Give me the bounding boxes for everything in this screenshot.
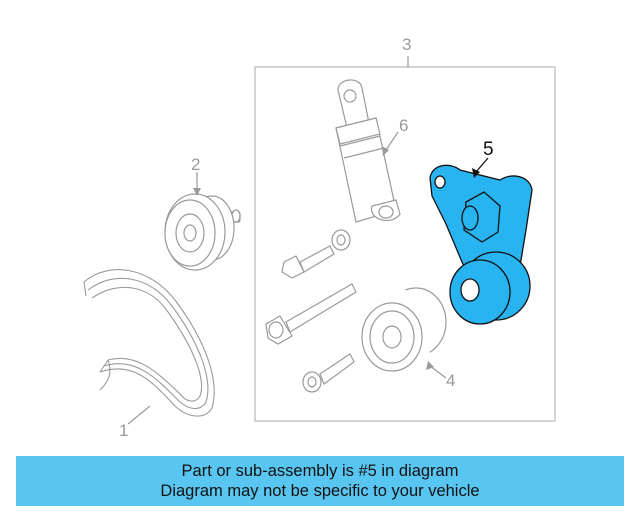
callout-leader-5 xyxy=(475,157,489,173)
callout-leader-4 xyxy=(429,365,447,379)
damper-strut xyxy=(335,79,401,223)
parts-diagram: 3 6 2 5 4 1 xyxy=(83,35,556,440)
callout-arrow-4 xyxy=(426,361,434,370)
callout-leader-1 xyxy=(127,405,151,425)
info-banner: Part or sub-assembly is #5 in diagram Di… xyxy=(16,456,624,506)
idler-pulley-upper xyxy=(164,193,241,271)
tensioner-mount-hole xyxy=(434,175,446,189)
tensioner-hex-hole xyxy=(461,205,479,231)
banner-line-disclaimer: Diagram may not be specific to your vehi… xyxy=(160,482,480,500)
callout-label-5: 5 xyxy=(483,139,494,160)
callout-arrow-2 xyxy=(193,188,201,196)
callout-arrow-6 xyxy=(382,146,389,156)
callout-arrow-5 xyxy=(472,168,480,178)
tensioner-highlighted xyxy=(429,164,533,325)
washer xyxy=(331,229,351,251)
bolt-short-lower xyxy=(302,353,355,393)
idler-pulley-lower xyxy=(361,286,447,372)
tensioner-pulley xyxy=(449,259,511,325)
callout-label-3: 3 xyxy=(402,35,411,54)
serpentine-belt xyxy=(83,269,215,417)
callout-leader-6 xyxy=(385,131,399,151)
bolt-short-upper xyxy=(281,245,335,279)
callout-label-2: 2 xyxy=(191,155,200,174)
callout-label-6: 6 xyxy=(399,116,408,135)
callout-label-4: 4 xyxy=(446,371,455,390)
banner-line-part: Part or sub-assembly is #5 in diagram xyxy=(181,462,459,480)
assembly-box xyxy=(254,66,556,422)
tensioner-pulley-hub xyxy=(460,278,480,302)
bolt-long xyxy=(265,283,357,345)
callout-label-1: 1 xyxy=(119,421,128,440)
